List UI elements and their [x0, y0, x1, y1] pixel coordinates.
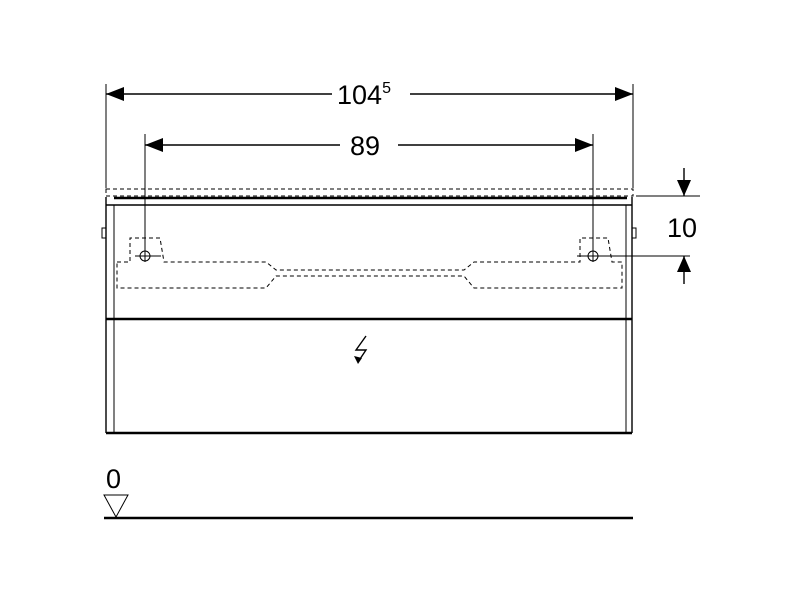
floor-level-marker-icon	[103, 494, 129, 519]
floor-level: 0	[103, 464, 633, 520]
floor-level-label: 0	[106, 464, 121, 494]
top-offset-dimension: 10	[636, 168, 700, 284]
arrow-left-icon	[145, 138, 163, 152]
arrow-right-icon	[575, 138, 593, 152]
arrow-down-icon	[677, 180, 691, 196]
overall-width-dimension: 1045	[105, 80, 634, 188]
arrow-up-icon	[677, 256, 691, 272]
side-bracket-left	[101, 227, 106, 239]
siphon-cutout-outline	[116, 237, 623, 289]
hole-spacing-label: 89	[350, 131, 380, 161]
arrow-left-icon	[106, 87, 124, 101]
lightning-arrow-icon	[354, 356, 362, 364]
top-offset-label: 10	[667, 213, 697, 243]
electric-outlet-icon	[354, 335, 368, 364]
side-bracket-right	[632, 227, 637, 239]
cabinet	[101, 188, 690, 435]
overall-width-label: 1045	[337, 80, 391, 110]
hole-spacing-dimension: 89	[144, 131, 594, 262]
arrow-right-icon	[615, 87, 633, 101]
mounting-hole-right	[577, 250, 690, 262]
countertop-outline	[105, 188, 634, 197]
lightning-bolt	[354, 335, 368, 363]
mounting-hole-left	[135, 250, 161, 262]
